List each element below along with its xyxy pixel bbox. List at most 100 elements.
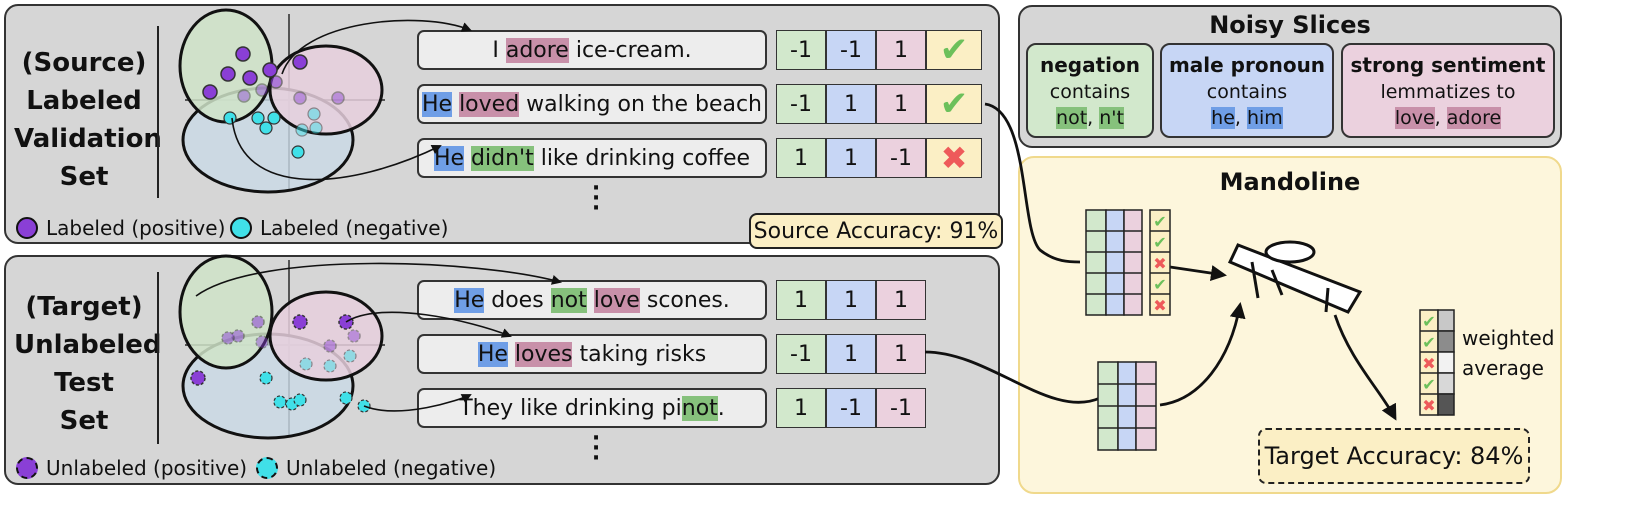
check-icon: ✔ <box>1153 275 1166 294</box>
matrix-col-correctness <box>1149 209 1171 316</box>
target-title-line-1: (Target) <box>25 292 143 322</box>
slicer-legs <box>1250 261 1330 313</box>
slice-keywords: he, him <box>1162 107 1332 129</box>
unlabeled-negative-point <box>323 359 337 373</box>
target-title-line-4: Set <box>59 406 109 436</box>
pronoun-highlight: He <box>454 287 485 313</box>
unlabeled-positive-point <box>347 329 361 343</box>
cross-icon: ✖ <box>1153 254 1166 273</box>
target-3-negation-cell: 1 <box>776 388 826 428</box>
check-icon: ✔ <box>1153 212 1166 231</box>
target-arrow-2 <box>345 311 512 338</box>
point-to-sentence-arrows <box>195 19 562 412</box>
source-3-pred-cell: ✖ <box>926 138 982 178</box>
source-accuracy-box: Source Accuracy: 91% <box>749 213 1003 249</box>
slice-name: male pronoun <box>1168 53 1326 77</box>
slice-keywords: not, n't <box>1028 107 1152 129</box>
target-1-pronoun-cell: 1 <box>826 280 876 320</box>
unlabeled-positive-point <box>190 370 206 386</box>
legend-label: Labeled (negative) <box>260 216 449 240</box>
source-1-pronoun-cell: -1 <box>826 30 876 70</box>
cross-icon: ✖ <box>1422 354 1435 373</box>
unlabeled-positive-point <box>255 335 269 349</box>
source-arrow-1 <box>281 19 472 75</box>
negation-highlight: not <box>550 287 587 313</box>
flow-arrows <box>924 102 1397 421</box>
sentiment-highlight: loved <box>459 91 520 117</box>
negative-dashed-dot-icon <box>256 457 278 479</box>
unlabeled-negative-point <box>259 371 273 385</box>
target-3-sentiment-cell: -1 <box>876 388 926 428</box>
negative-point <box>307 107 321 121</box>
source-2-pred-cell: ✔ <box>926 84 982 124</box>
target-legend-negative: Unlabeled (negative) <box>256 456 496 480</box>
target-legend-positive: Unlabeled (positive) <box>16 456 247 480</box>
legend-label: Unlabeled (negative) <box>286 456 497 480</box>
positive-point <box>202 84 218 100</box>
source-more-dots: ··· <box>591 176 601 221</box>
sentence-text: . <box>717 395 725 421</box>
positive-point <box>262 62 278 78</box>
weight-cell <box>1437 309 1455 332</box>
negative-dot-icon <box>230 217 252 239</box>
unlabeled-negative-point <box>293 393 307 407</box>
target-2-negation-cell: -1 <box>776 334 826 374</box>
negative-point <box>295 123 309 137</box>
target-sentence-2: He loves taking risks <box>417 334 767 374</box>
pronoun-highlight: He <box>421 91 453 117</box>
keyword: n't <box>1099 107 1124 129</box>
slice-rule: contains <box>1049 81 1131 103</box>
unlabeled-positive-points <box>190 314 361 386</box>
positive-point <box>331 91 345 105</box>
positive-point <box>235 46 251 62</box>
target-3-pronoun-cell: -1 <box>826 388 876 428</box>
target-panel-title: (Target) Unlabeled Test Set <box>14 288 162 440</box>
negative-point <box>223 111 237 125</box>
matrix-col-pronoun <box>1105 209 1125 316</box>
mandoline-to-accuracy-arrow <box>1333 314 1397 421</box>
slice-name: negation <box>1039 53 1140 77</box>
positive-dot-icon <box>16 217 38 239</box>
slice-rule: contains <box>1206 81 1288 103</box>
keyword: he <box>1211 107 1235 129</box>
source-title-line-1: (Source) <box>21 48 147 78</box>
sentence-text: scones. <box>639 287 730 313</box>
target-accuracy-box: Target Accuracy: 84% <box>1258 428 1530 484</box>
source-legend-negative: Labeled (negative) <box>230 216 448 240</box>
target-1-negation-cell: 1 <box>776 280 826 320</box>
source-title-line-3: Validation <box>14 124 162 154</box>
check-icon: ✔ <box>939 84 969 124</box>
check-icon: ✔ <box>1153 233 1166 252</box>
matrix-col-sentiment <box>1123 209 1143 316</box>
slicer-knob <box>1264 240 1316 264</box>
pronoun-highlight: He <box>477 341 508 367</box>
keyword: him <box>1246 107 1283 129</box>
source-legend-positive: Labeled (positive) <box>16 216 225 240</box>
sentence-text: like drinking coffee <box>533 145 751 171</box>
legend-label: Labeled (positive) <box>46 216 226 240</box>
positive-point <box>292 54 308 70</box>
source-sentence-2: He loved walking on the beach <box>417 84 767 124</box>
slice-negation: negation contains not, n't <box>1026 43 1154 138</box>
negation-cluster-ellipse <box>178 8 274 124</box>
source-2-sentiment-cell: 1 <box>876 84 926 124</box>
positive-point <box>237 89 251 103</box>
check-icon: ✔ <box>939 30 969 70</box>
target-arrow-3 <box>363 394 472 412</box>
slice-male-pronoun: male pronoun contains he, him <box>1160 43 1334 138</box>
positive-point <box>242 70 258 86</box>
cross-icon: ✖ <box>1422 396 1435 415</box>
negative-point <box>309 121 323 135</box>
target-title-line-2: Unlabeled <box>14 330 162 360</box>
negative-point <box>251 111 265 125</box>
slice-rule: lemmatizes to <box>1380 81 1516 103</box>
matrix-col-negation <box>1085 209 1107 316</box>
positive-dashed-dot-icon <box>16 457 38 479</box>
unlabeled-negative-point <box>299 357 313 371</box>
source-1-negation-cell: -1 <box>776 30 826 70</box>
sentiment-highlight: adore <box>505 37 569 63</box>
target-title-line-3: Test <box>54 368 114 398</box>
keyword-separator: , <box>1434 107 1447 129</box>
target-arrow-1 <box>195 262 562 297</box>
